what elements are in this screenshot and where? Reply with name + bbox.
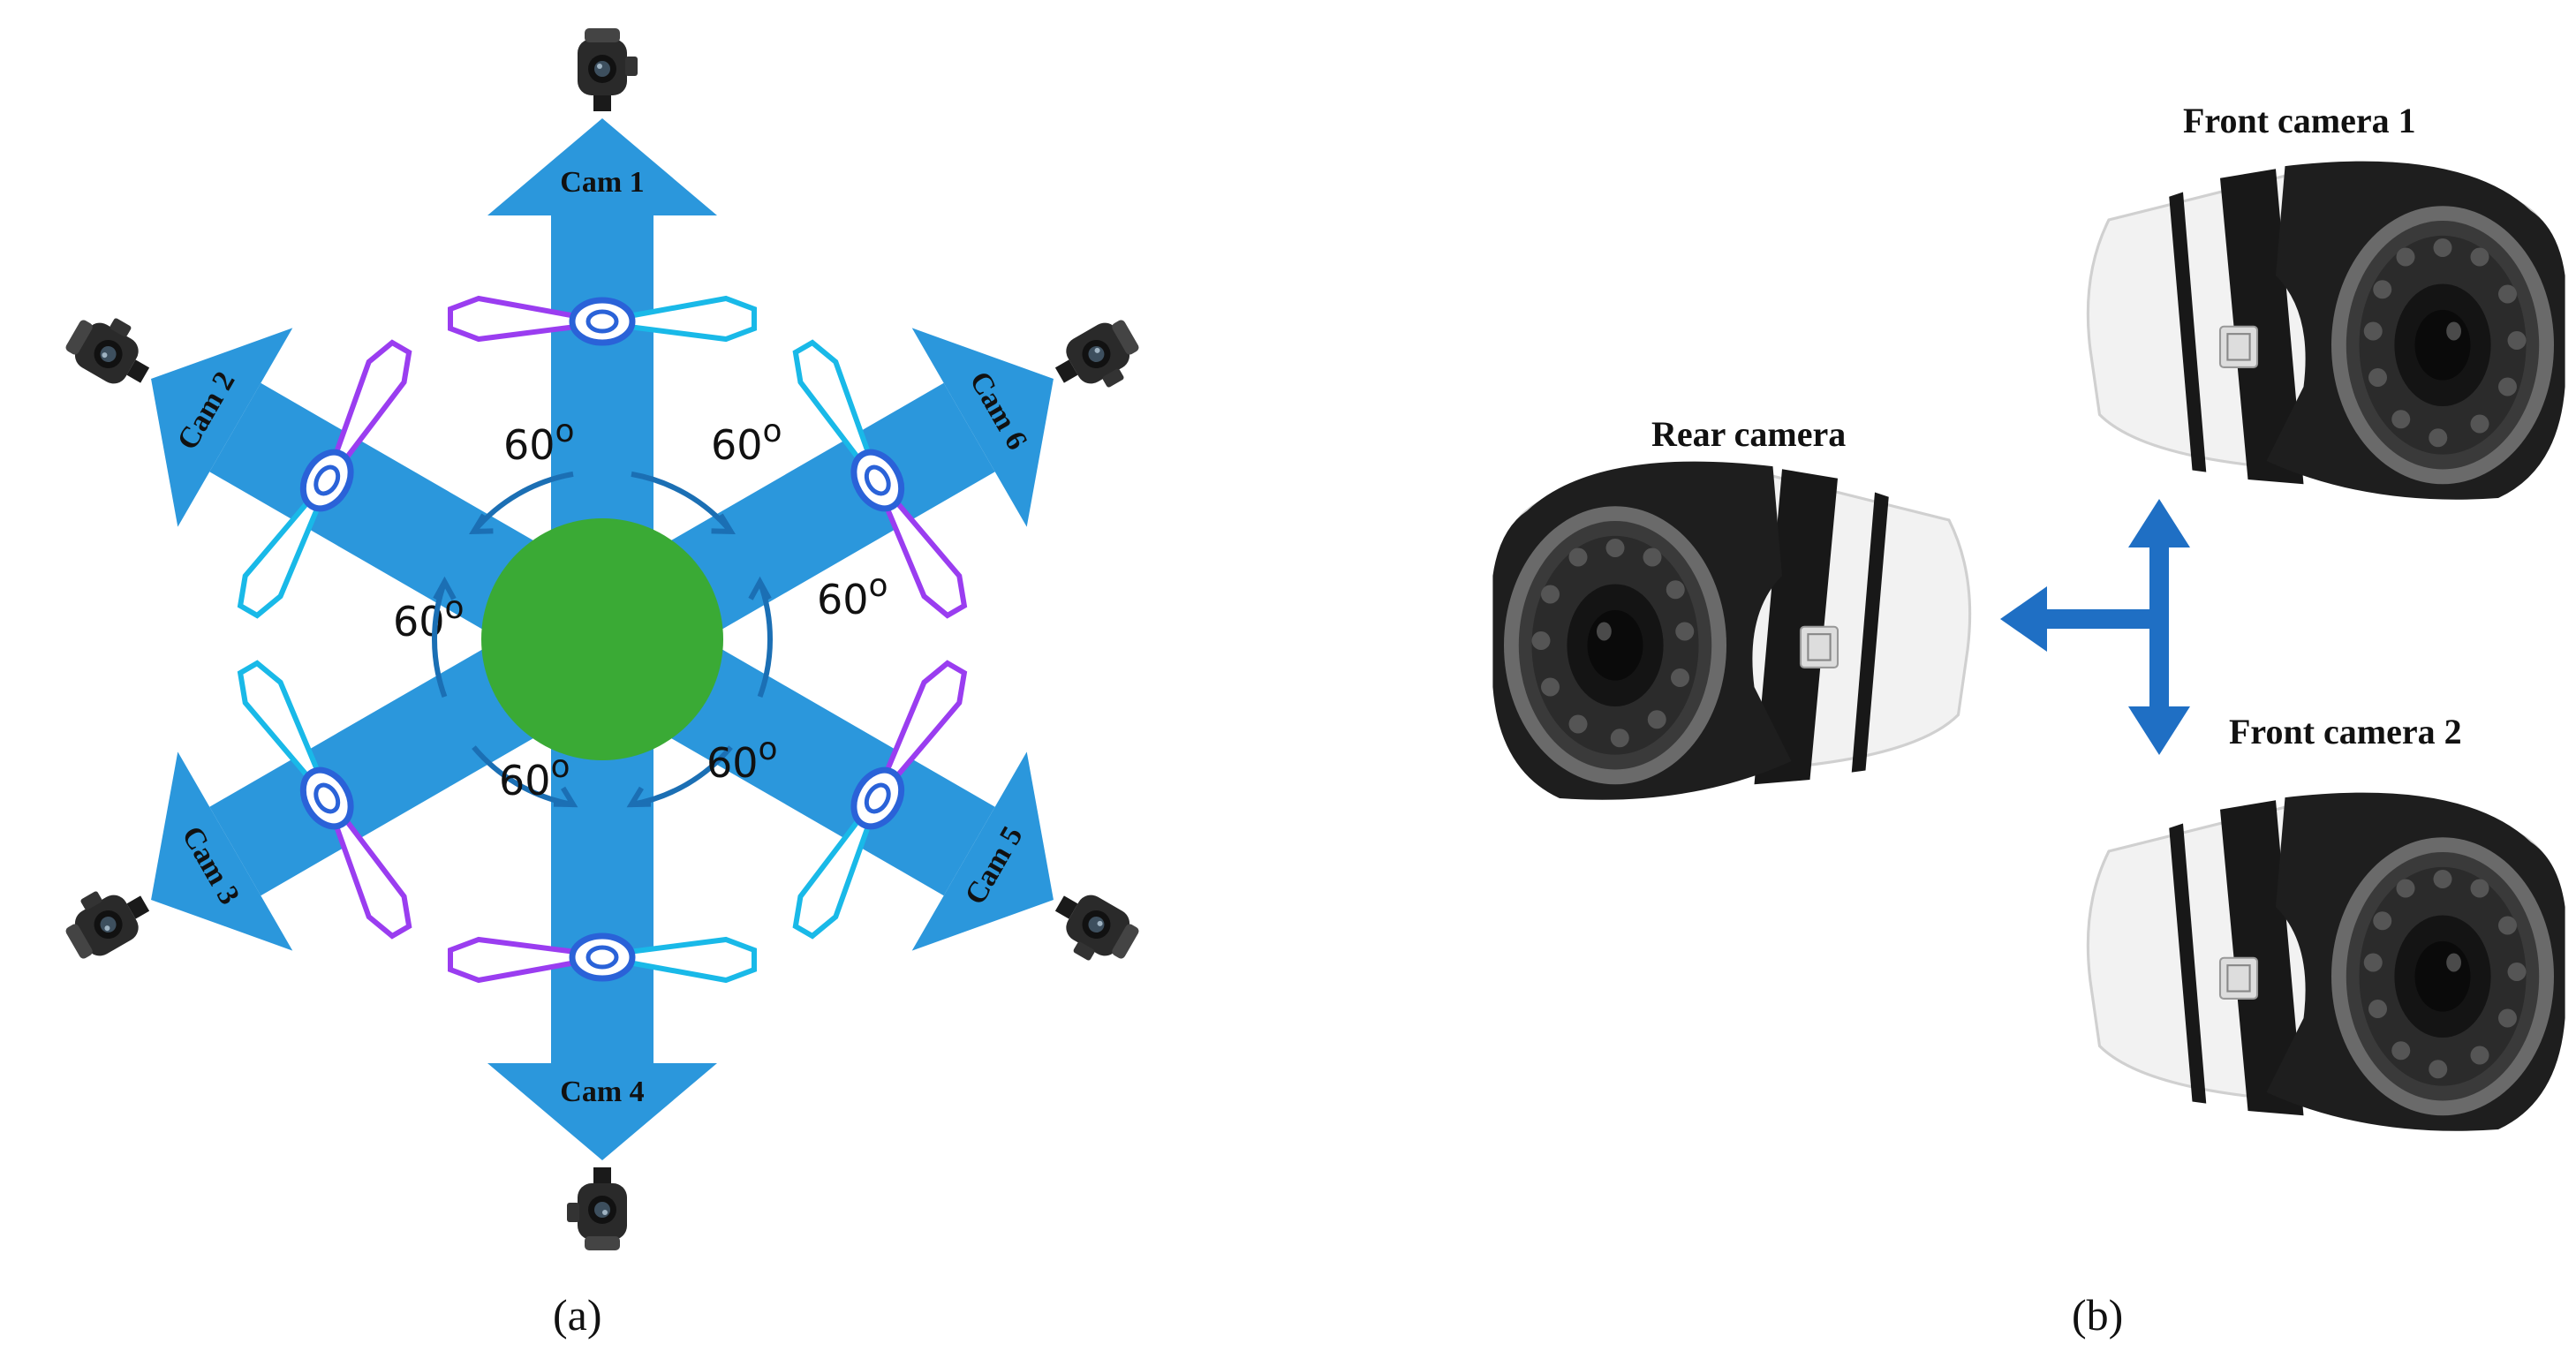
caption-b: (b)	[2072, 1290, 2123, 1340]
front-camera-2-label: Front camera 2	[2229, 712, 2462, 751]
arrow-up	[2128, 499, 2190, 547]
panel-b-camera-setup: Rear camera Front camera 1 Front camera …	[1484, 101, 2570, 1340]
drone-hub	[481, 518, 723, 760]
angle-label: 60o	[711, 413, 782, 470]
front-camera-1-label: Front camera 1	[2183, 101, 2416, 140]
caption-a: (a)	[553, 1290, 602, 1340]
rear-camera-label: Rear camera	[1651, 414, 1846, 454]
camera-icon	[1042, 882, 1144, 976]
camera-icon	[61, 303, 162, 396]
direction-arrows	[2000, 499, 2190, 755]
propeller-1	[450, 298, 754, 343]
propeller-4	[450, 936, 754, 980]
camera-icon	[578, 28, 638, 111]
arrow-down	[2128, 706, 2190, 755]
arrow-left	[2000, 586, 2047, 652]
angle-label: 60o	[817, 568, 888, 624]
camera-icon	[567, 1167, 627, 1250]
arm-label-4: Cam 4	[560, 1076, 644, 1108]
camera-icon	[1047, 313, 1149, 406]
camera-icon	[56, 872, 157, 966]
arm-label-1: Cam 1	[560, 166, 644, 199]
